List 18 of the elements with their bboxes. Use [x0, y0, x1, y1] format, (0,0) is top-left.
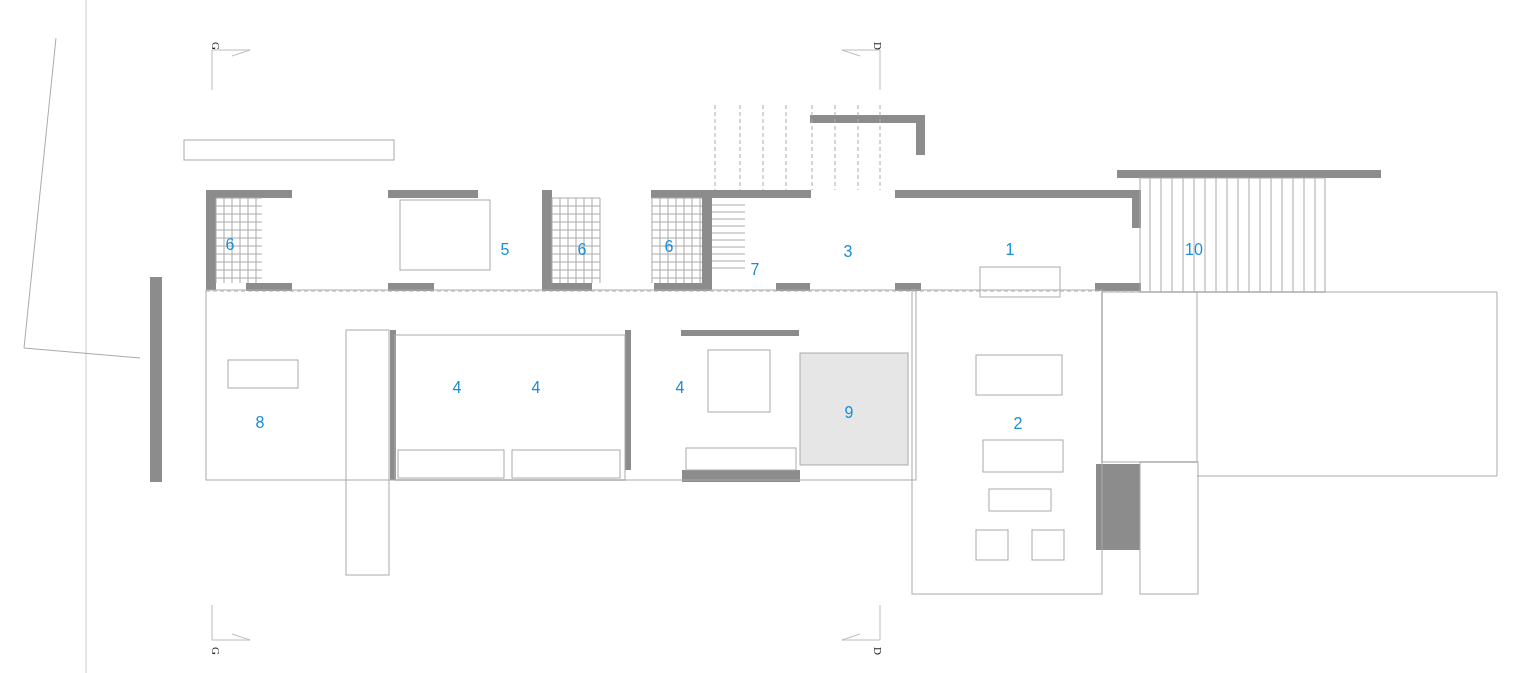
room-number: 2: [1013, 416, 1023, 432]
room-number: 8: [255, 415, 265, 431]
section-letter: D: [871, 42, 883, 50]
room-number: 6: [225, 237, 235, 253]
room-number: 10: [1185, 242, 1203, 258]
room-number: 9: [844, 405, 854, 421]
room-number: 7: [750, 262, 760, 278]
room-number: 4: [675, 380, 685, 396]
room-number: 5: [500, 242, 510, 258]
section-letter: D: [871, 647, 883, 655]
room-number: 6: [664, 239, 674, 255]
room-number: 4: [452, 380, 462, 396]
room-number: 3: [843, 244, 853, 260]
room-number: 1: [1005, 242, 1015, 258]
section-letter: G: [209, 647, 221, 655]
section-letter: G: [209, 42, 221, 50]
room-number: 6: [577, 242, 587, 258]
room-number: 4: [531, 380, 541, 396]
